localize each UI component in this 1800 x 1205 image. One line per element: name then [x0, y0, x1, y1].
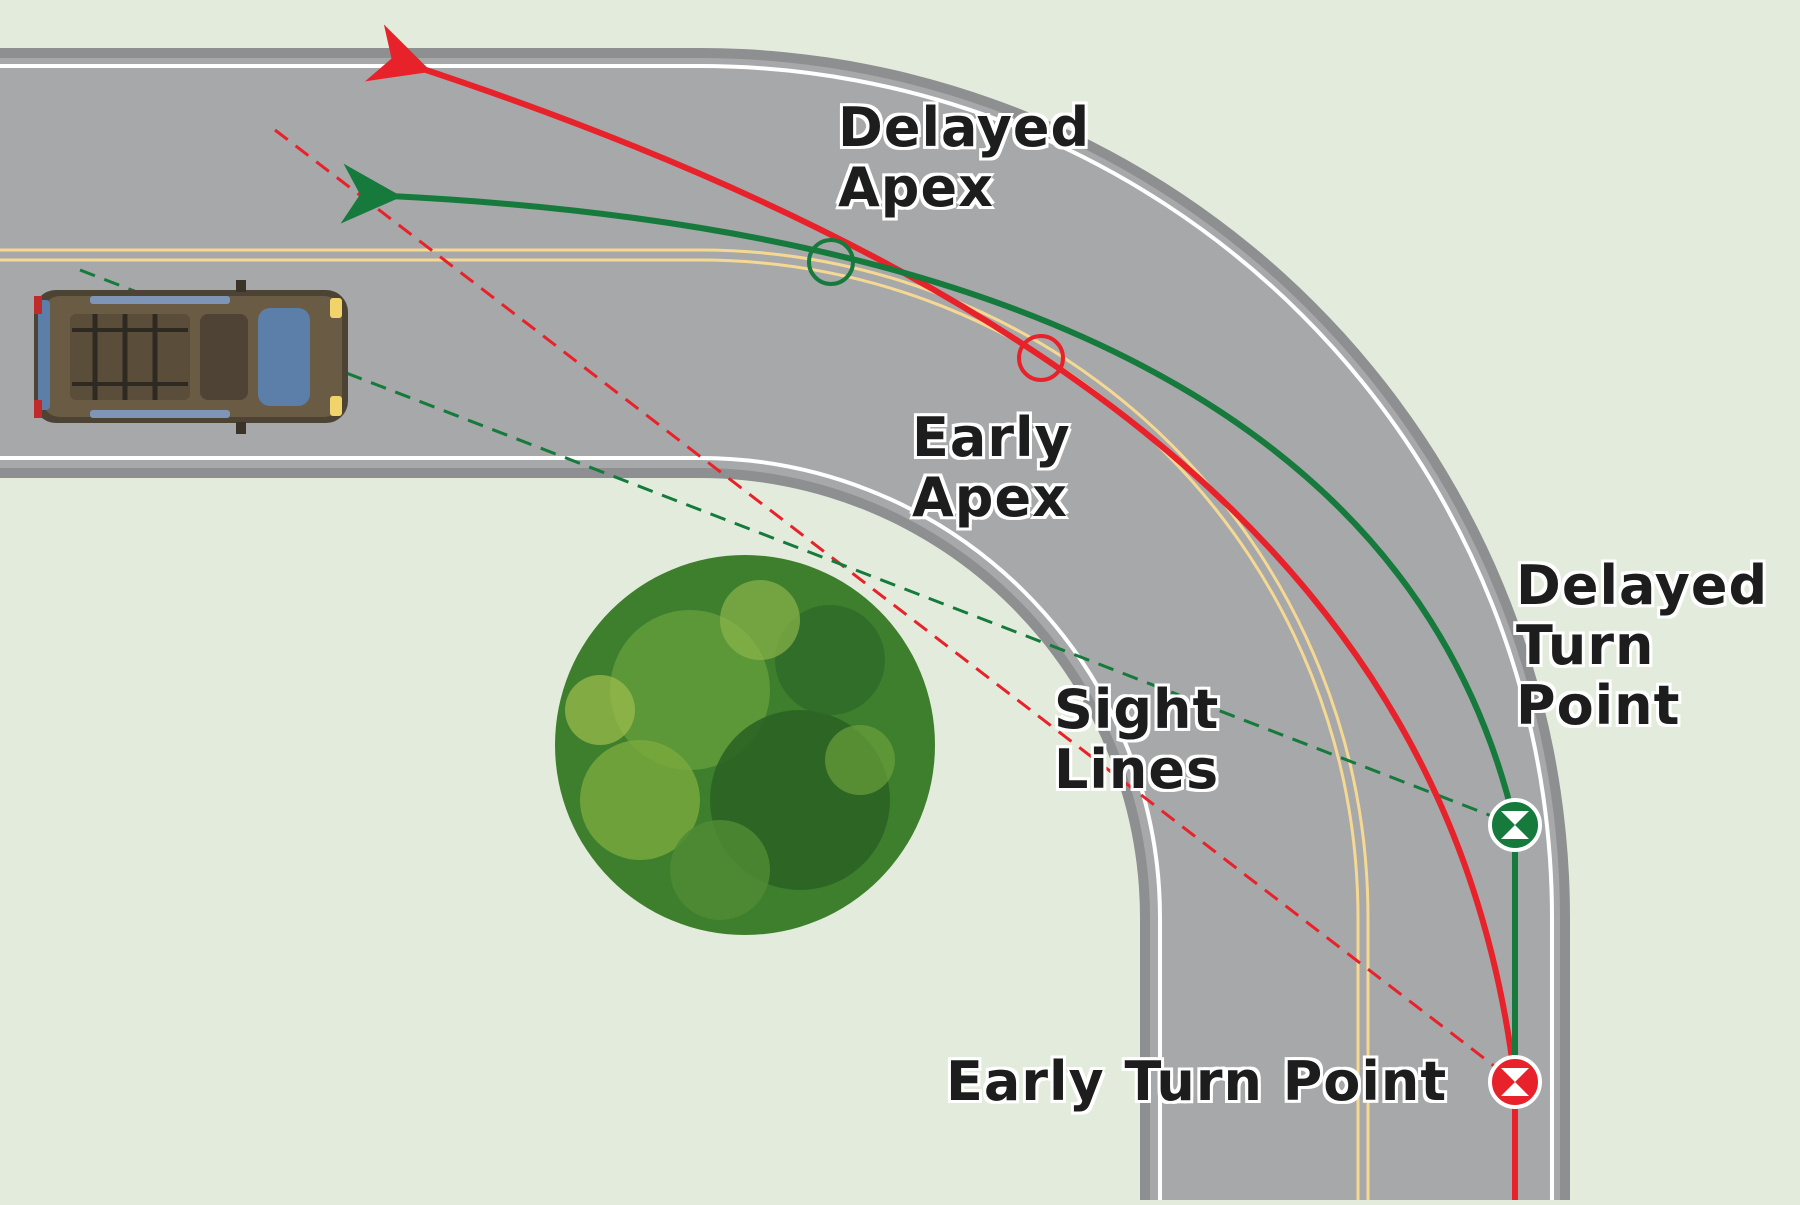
- delayed-turn-point-label-line-1: Delayed: [1516, 554, 1769, 617]
- early-apex-label-line-2: Apex: [912, 466, 1068, 529]
- sight-line-green: [79, 268, 1516, 827]
- sight-lines-label-line-1: Sight: [1054, 678, 1220, 741]
- delayed-apex-marker: [807, 238, 855, 286]
- sight-lines-label-line-2: Lines: [1054, 738, 1220, 801]
- early-path: [364, 24, 1518, 1200]
- sight-lines-label: Sight Lines: [1054, 680, 1219, 800]
- tree-canopy-icon: [555, 555, 935, 935]
- suv-top-view-icon: [34, 280, 348, 434]
- delayed-apex-label: Delayed Apex: [838, 98, 1090, 218]
- delayed-apex-label-line-2: Apex: [838, 156, 994, 219]
- delayed-apex-label-line-1: Delayed: [838, 96, 1091, 159]
- delayed-turn-point-marker: [1488, 798, 1542, 852]
- sight-line-red: [274, 128, 1516, 1084]
- road-surface: [0, 58, 1560, 1200]
- centre-yellow-line-a: [0, 248, 1370, 1200]
- early-apex-label: Early Apex: [912, 408, 1071, 528]
- early-apex-marker: [1017, 334, 1065, 382]
- early-turn-point-label-text: Early Turn Point: [946, 1050, 1448, 1113]
- inner-white-line: [0, 456, 1162, 1200]
- road: [0, 48, 1570, 1200]
- early-turn-point-marker: [1488, 1055, 1542, 1109]
- outer-white-line: [0, 64, 1554, 1200]
- delayed-turn-point-label-line-2: Turn: [1516, 614, 1655, 677]
- early-turn-point-label: Early Turn Point: [946, 1052, 1447, 1112]
- delayed-turn-point-label: Delayed Turn Point: [1516, 556, 1768, 736]
- early-apex-label-line-1: Early: [912, 406, 1071, 469]
- delayed-turn-point-label-line-3: Point: [1516, 674, 1681, 737]
- delayed-path: [340, 163, 1518, 1082]
